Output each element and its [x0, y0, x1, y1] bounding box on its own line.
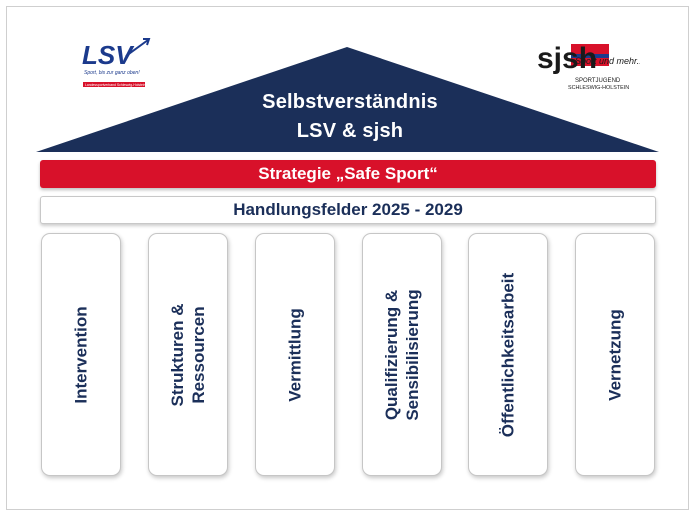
sjsh-logo-subline-2: SCHLESWIG-HOLSTEIN — [568, 85, 629, 91]
roof-title-line-2: LSV & sjsh — [296, 120, 404, 142]
sjsh-logo-mark: sjsh — [537, 42, 597, 75]
pillar-vernetzung: Vernetzung — [575, 233, 655, 476]
strategy-bar: Strategie „Safe Sport“ — [40, 160, 656, 188]
sjsh-logo: sjsh Sport und mehr... SPORTJUGEND SCHLE… — [537, 42, 640, 91]
roof-title-line-1: Selbstverständnis — [262, 91, 438, 113]
pillar-intervention: Intervention — [41, 233, 121, 476]
pillar-label: Strukturen & Ressourcen — [168, 303, 208, 406]
pillar-oeffentlichkeitsarbeit: Öffentlichkeitsarbeit — [468, 233, 548, 476]
lsv-logo-subline: Landessportverband Schleswig-Holstein — [85, 83, 146, 87]
pillar-label: Vermittlung — [285, 307, 305, 402]
roof-title: Selbstverständnis LSV & sjsh — [200, 88, 500, 146]
pillar-label: Qualifizierung & Sensibilisierung — [382, 288, 422, 421]
sjsh-logo-subline-1: SPORTJUGEND — [575, 78, 621, 84]
fields-bar: Handlungsfelder 2025 - 2029 — [40, 196, 656, 224]
pillar-strukturen-ressourcen: Strukturen & Ressourcen — [148, 233, 228, 476]
lsv-logo: LSV Sport, bis zur ganz oben! Landesspor… — [82, 38, 151, 87]
pillar-label: Intervention — [71, 305, 91, 404]
pillar-label: Vernetzung — [605, 308, 625, 401]
lsv-logo-tagline: Sport, bis zur ganz oben! — [84, 70, 140, 76]
sjsh-logo-tagline: Sport und mehr... — [575, 56, 640, 66]
pillar-label: Öffentlichkeitsarbeit — [498, 272, 518, 437]
pillar-qualifizierung-sensibilisierung: Qualifizierung & Sensibilisierung — [362, 233, 442, 476]
pillar-vermittlung: Vermittlung — [255, 233, 335, 476]
